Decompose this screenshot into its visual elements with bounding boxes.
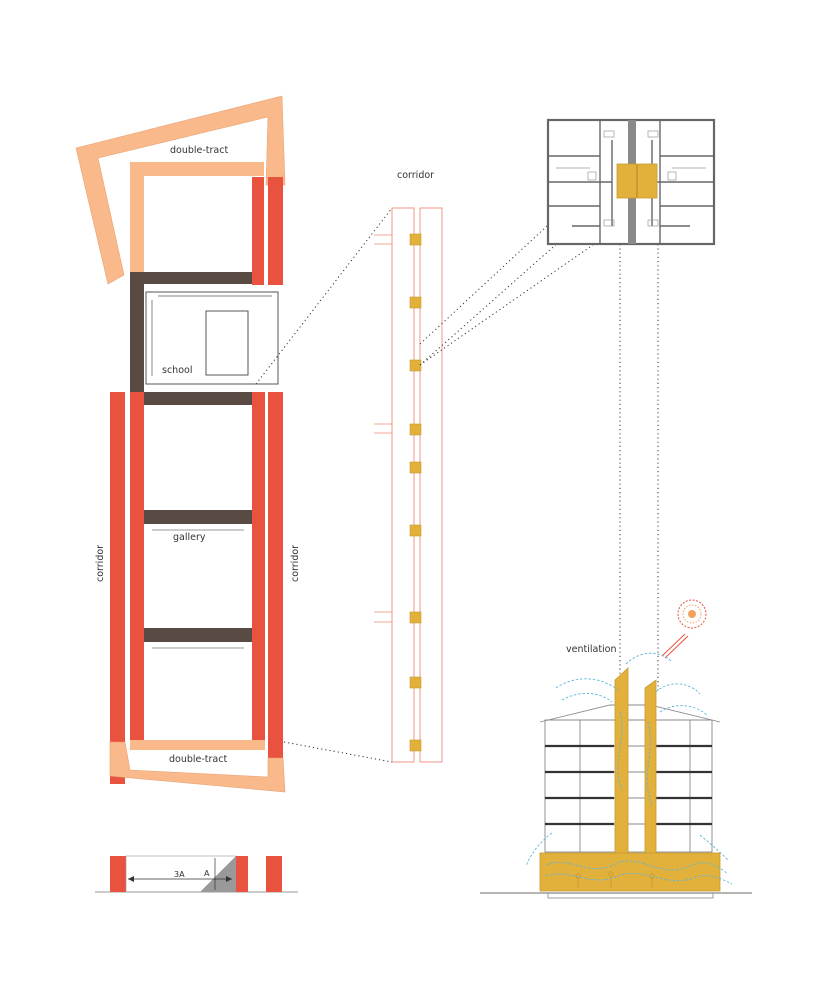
double-tract-inner-top (130, 162, 264, 176)
shaft-marker (409, 233, 422, 246)
corridor-top-outer (268, 177, 283, 285)
label-dim-3a: 3A (174, 870, 185, 879)
connector-lines (255, 169, 659, 763)
section-floors (539, 704, 721, 853)
double-tract-bottom-bar (130, 740, 265, 750)
label-dim-a: A (204, 869, 210, 878)
unit-floor-plan (546, 118, 716, 246)
double-tract-bottom-band (109, 741, 286, 793)
air-flow-arrows (525, 652, 733, 885)
label-corridor-left: corridor (95, 545, 106, 582)
gallery-bar-middle (144, 510, 252, 524)
double-tract-bottom-wing: double-tract (109, 740, 286, 793)
building-section: ventilation (480, 599, 752, 899)
section-roof-slope (200, 856, 236, 892)
school-block: school (130, 272, 279, 405)
shaft-marker (409, 611, 422, 624)
gallery-bar-school-left (130, 272, 144, 392)
shaft-marker (409, 461, 422, 474)
label-school: school (162, 365, 192, 376)
corridor-top-inner (252, 177, 264, 285)
floor-plan-walls (548, 120, 714, 244)
label-double-tract-top: double-tract (170, 145, 228, 156)
shaft-markers (409, 233, 422, 752)
ventilation-shaft-right (644, 679, 657, 854)
shaft-marker (409, 676, 422, 689)
label-ventilation: ventilation (566, 644, 617, 655)
corridor-side-stubs (374, 234, 392, 623)
ventilation-shaft-left (614, 667, 629, 854)
shaft-marker (409, 739, 422, 752)
proportion-section: 3A A (95, 855, 298, 893)
section-corridor-mid (236, 856, 248, 892)
section-base-plinth (539, 852, 721, 892)
corridor-strip-left (391, 207, 415, 763)
corridor-right-outer (268, 392, 283, 784)
double-tract-slanted-band (75, 95, 286, 285)
shaft-marker (409, 524, 422, 537)
label-corridor-detail: corridor (397, 170, 434, 181)
label-corridor-right: corridor (290, 545, 301, 582)
label-double-tract-bottom: double-tract (169, 754, 227, 765)
school-outline (145, 291, 279, 385)
shaft-marker (409, 359, 422, 372)
site-plan: double-tract school corridor corridor ga… (75, 95, 301, 793)
double-tract-top-wing: double-tract (75, 95, 286, 285)
gallery-bar-school-top (130, 272, 252, 284)
shaft-marker (409, 423, 422, 436)
section-corridor-left (110, 856, 126, 892)
shaft-marker (409, 296, 422, 309)
section-corridor-right (266, 856, 282, 892)
corridor-right-inner (252, 392, 265, 742)
corridor-detail: corridor (374, 170, 443, 763)
double-tract-inner-left (130, 162, 144, 272)
sun-icon (661, 599, 707, 659)
corridor-strip-right (419, 207, 443, 763)
label-gallery: gallery (173, 532, 206, 543)
gallery-bar-school-bottom (130, 392, 252, 405)
section-slabs (545, 744, 712, 826)
corridor-left-outer (110, 392, 125, 784)
gallery-bar-lower (144, 628, 252, 642)
school-courtyard (205, 310, 249, 376)
corridor-left-inner (130, 392, 144, 742)
